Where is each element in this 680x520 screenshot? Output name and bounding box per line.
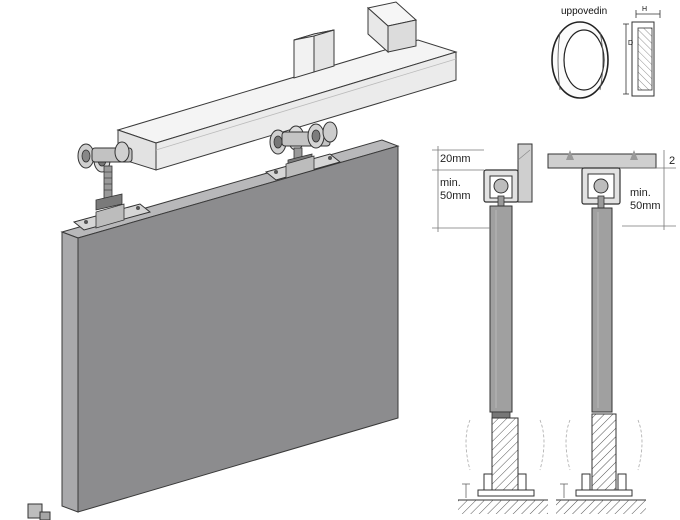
section-detail-left — [432, 143, 548, 514]
inset-mark-h: H — [642, 6, 648, 13]
clearance-label-line1: min. — [440, 177, 461, 189]
section-detail-right — [547, 150, 676, 514]
door-assembly-3d — [27, 1, 458, 520]
mounting-bracket — [366, 1, 418, 54]
door-bracket — [264, 153, 342, 181]
inset-mark-d: D — [628, 40, 634, 47]
recessed-pull-handle — [551, 21, 609, 99]
track-rail — [116, 39, 458, 171]
door-panel — [60, 139, 400, 513]
clearance-label-line2: 50mm — [440, 190, 471, 202]
handle-section-drawing — [623, 10, 661, 97]
inset-title: uppovedin — [561, 6, 608, 17]
roller-trolley — [77, 141, 133, 211]
top-dimension-label: 20mm — [440, 153, 471, 165]
clearance-label-right-line1: min. — [630, 187, 651, 199]
clearance-label-right-line2: 50mm — [630, 200, 661, 212]
mounting-bracket — [293, 29, 335, 79]
door-bracket — [72, 203, 152, 231]
floor-guide — [27, 503, 51, 520]
top-dimension-label-right: 2 — [669, 155, 676, 167]
